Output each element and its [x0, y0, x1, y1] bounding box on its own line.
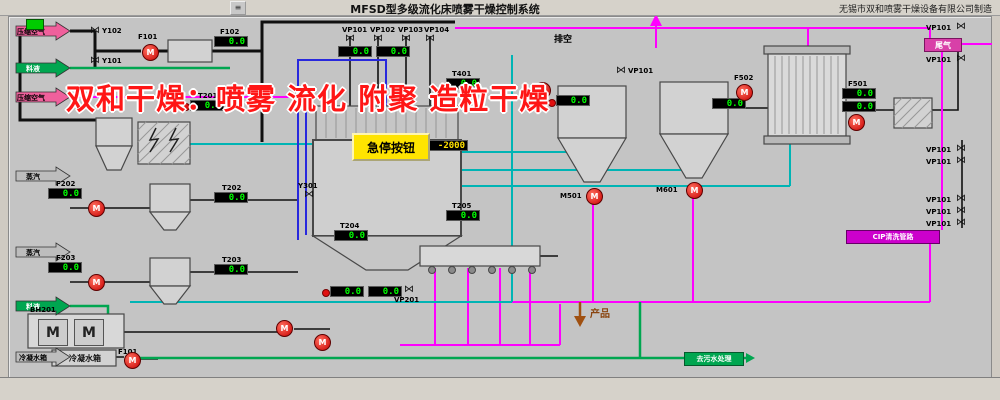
motor-letter: M	[92, 204, 101, 213]
pump-f101-top[interactable]: M	[142, 44, 159, 61]
motor-letter: M	[318, 338, 327, 347]
tag-vp-right-2: VP101	[926, 56, 952, 64]
motor-letter: M	[92, 278, 101, 287]
motor-letter: M	[146, 48, 155, 57]
valve-icon-right-2[interactable]: ⋈	[956, 53, 966, 64]
tag-F102: F102	[220, 28, 240, 36]
pump-cip-2[interactable]: M	[314, 334, 331, 351]
pump-feed-2[interactable]: M	[88, 274, 105, 291]
tag-vp-right-7: VP101	[926, 220, 952, 228]
value-F203: 0.0	[48, 262, 82, 273]
pump-cip-1[interactable]: M	[276, 320, 293, 337]
valve-icon-right-6[interactable]: ⋈	[956, 205, 966, 216]
stream-label-steam-1: 蒸汽	[26, 173, 40, 181]
value-bottom-1: 0.0	[330, 286, 364, 297]
motor-letter: M	[280, 324, 289, 333]
value-T203: 0.0	[214, 264, 248, 275]
motor-letter: M	[590, 192, 599, 201]
stream-label-compressed-air-2: 压缩空气	[17, 94, 45, 102]
value-chamber-pressure: -2000	[428, 140, 468, 151]
company-name: 无锡市双和喷雾干燥设备有限公司制造	[838, 5, 992, 15]
tag-M601: M601	[656, 186, 678, 194]
value-T204: 0.0	[334, 230, 368, 241]
control-bar	[0, 377, 1000, 400]
valve-icon-right-7[interactable]: ⋈	[956, 217, 966, 228]
tag-vp-right-1: VP101	[926, 24, 952, 32]
value-T202: 0.0	[214, 192, 248, 203]
cip-line-label: CIP清洗管路	[846, 230, 940, 244]
valve-icon-right-4[interactable]: ⋈	[956, 155, 966, 166]
motor-letter: M	[128, 356, 137, 365]
pump-f501[interactable]: M	[848, 114, 865, 131]
tag-F202: F202	[56, 180, 76, 188]
pump-f101-bottom[interactable]: M	[124, 352, 141, 369]
valve-icon-y301[interactable]: ⋈	[304, 189, 314, 200]
motor-letter: M	[46, 324, 60, 341]
diagram-frame	[8, 16, 992, 378]
motor-unit-2: M	[74, 319, 104, 346]
pump-f502[interactable]: M	[736, 84, 753, 101]
value-T205: 0.0	[446, 210, 480, 221]
tag-T204: T204	[340, 222, 360, 230]
valve-icon-vp103[interactable]: ⋈	[401, 33, 411, 44]
motor-unit-1: M	[38, 319, 68, 346]
tag-F101-top: F101	[138, 33, 158, 41]
tag-F203: F203	[56, 254, 76, 262]
emergency-stop-button[interactable]: 急停按钮	[352, 133, 430, 161]
valve-icon-vp102[interactable]: ⋈	[373, 33, 383, 44]
value-F501-a: 0.0	[842, 88, 876, 99]
tag-VP101-vent: VP101	[628, 67, 654, 75]
vent-label: 排空	[554, 35, 573, 45]
valve-icon-vp104[interactable]: ⋈	[425, 33, 435, 44]
pump-m601[interactable]: M	[686, 182, 703, 199]
drain-line-label: 去污水处理	[684, 352, 744, 366]
tag-Y101: Y101	[102, 57, 122, 65]
value-F102: 0.0	[214, 36, 248, 47]
valve-icon-right-5[interactable]: ⋈	[956, 193, 966, 204]
watermark-text: 双和干燥：喷雾 流化 附聚 造粒干燥	[66, 82, 550, 116]
value-vp-2: 0.0	[376, 46, 410, 57]
motor-letter: M	[690, 186, 699, 195]
valve-icon-y101[interactable]: ⋈	[90, 55, 100, 66]
tag-vp-right-6: VP101	[926, 208, 952, 216]
value-F202: 0.0	[48, 188, 82, 199]
tag-vp-right-5: VP101	[926, 196, 952, 204]
motor-letter: M	[82, 324, 96, 341]
tag-vp-right-3: VP101	[926, 146, 952, 154]
tag-vp-right-4: VP101	[926, 158, 952, 166]
menu-icon[interactable]: ≡	[230, 1, 246, 15]
indicator-light	[26, 19, 44, 30]
alarm-dot	[322, 289, 330, 297]
stream-label-steam-2: 蒸汽	[26, 249, 40, 257]
tag-T202: T202	[222, 184, 242, 192]
page-title: MFSD型多级流化床喷雾干燥控制系统	[350, 3, 540, 16]
value-center-fan: 0.0	[556, 95, 590, 106]
valve-icon-right-1[interactable]: ⋈	[956, 21, 966, 32]
tag-F501: F501	[848, 80, 868, 88]
valve-icon-y102[interactable]: ⋈	[90, 25, 100, 36]
pump-feed-1[interactable]: M	[88, 200, 105, 217]
condensate-tank-label: 冷凝水箱	[69, 354, 101, 363]
tailgas-label: 尾气	[924, 38, 962, 52]
valve-icon-vent[interactable]: ⋈	[616, 65, 626, 76]
valve-icon-vp101[interactable]: ⋈	[345, 33, 355, 44]
tag-T203: T203	[222, 256, 242, 264]
value-F501-b: 0.0	[842, 101, 876, 112]
stream-label-feed: 料液	[26, 65, 40, 73]
stream-label-condensate: 冷凝水箱	[19, 354, 47, 362]
motor-letter: M	[852, 118, 861, 127]
pump-m501[interactable]: M	[586, 188, 603, 205]
motor-letter: M	[740, 88, 749, 97]
tag-BH201: BH201	[30, 306, 56, 314]
tag-T205: T205	[452, 202, 472, 210]
title-bar: ≡ MFSD型多级流化床喷雾干燥控制系统 无锡市双和喷雾干燥设备有限公司制造	[0, 0, 1000, 16]
value-vp-1: 0.0	[338, 46, 372, 57]
tag-VP201: VP201	[394, 296, 420, 304]
tag-F502: F502	[734, 74, 754, 82]
valve-icon-vp201[interactable]: ⋈	[404, 284, 414, 295]
tag-M501: M501	[560, 192, 582, 200]
tag-Y102: Y102	[102, 27, 122, 35]
valve-icon-right-3[interactable]: ⋈	[956, 143, 966, 154]
product-label: 产品	[590, 309, 610, 320]
